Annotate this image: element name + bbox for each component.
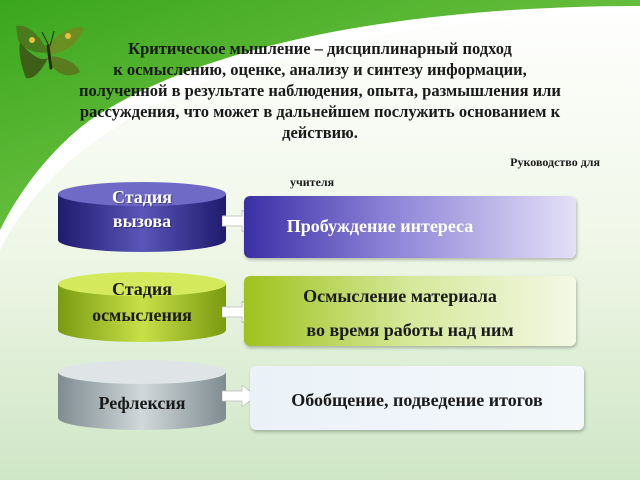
stage-comprehension-label-1: Стадия [111,279,173,299]
definition-line: рассуждения, что может в дальнейшем посл… [79,102,561,121]
stage-comprehension-description-line-1: Осмысление материала [303,286,497,306]
stage-comprehension-cylinder: Стадия осмысления [56,270,228,344]
stage-reflection-description-text: Обобщение, подведение итогов [291,390,543,410]
source-attribution: Руководство для учителя [290,152,610,192]
stage-call-label-2: вызова [112,211,172,231]
stage-call-description: Пробуждение интереса [244,196,576,258]
stage-comprehension-description-line-2: во время работы над ним [306,320,514,340]
source-line: учителя [290,175,335,189]
stage-reflection-description: Обобщение, подведение итогов [250,366,584,430]
butterfly-icon [16,25,84,79]
source-line: Руководство для [510,155,600,169]
stage-call-description-text: Пробуждение интереса [286,216,474,236]
stage-comprehension-label-2: осмысления [92,305,192,325]
definition-line: Критическое мышление – дисциплинарный по… [128,39,512,58]
stage-comprehension-description: Осмысление материала во время работы над… [244,276,576,346]
stage-reflection-label: Рефлексия [98,393,186,413]
definition-line: действию. [282,123,358,142]
definition-line: к осмыслению, оценке, анализу и синтезу … [113,60,527,79]
stage-call-label-1: Стадия [111,187,173,207]
definition-line: полученной в результате наблюдения, опыт… [79,81,561,100]
arrow-right-icon [222,385,256,407]
stage-call-cylinder: Стадия вызова [56,180,228,254]
stage-reflection-cylinder: Рефлексия [56,358,228,432]
definition-text: Критическое мышление – дисциплинарный по… [40,38,600,143]
